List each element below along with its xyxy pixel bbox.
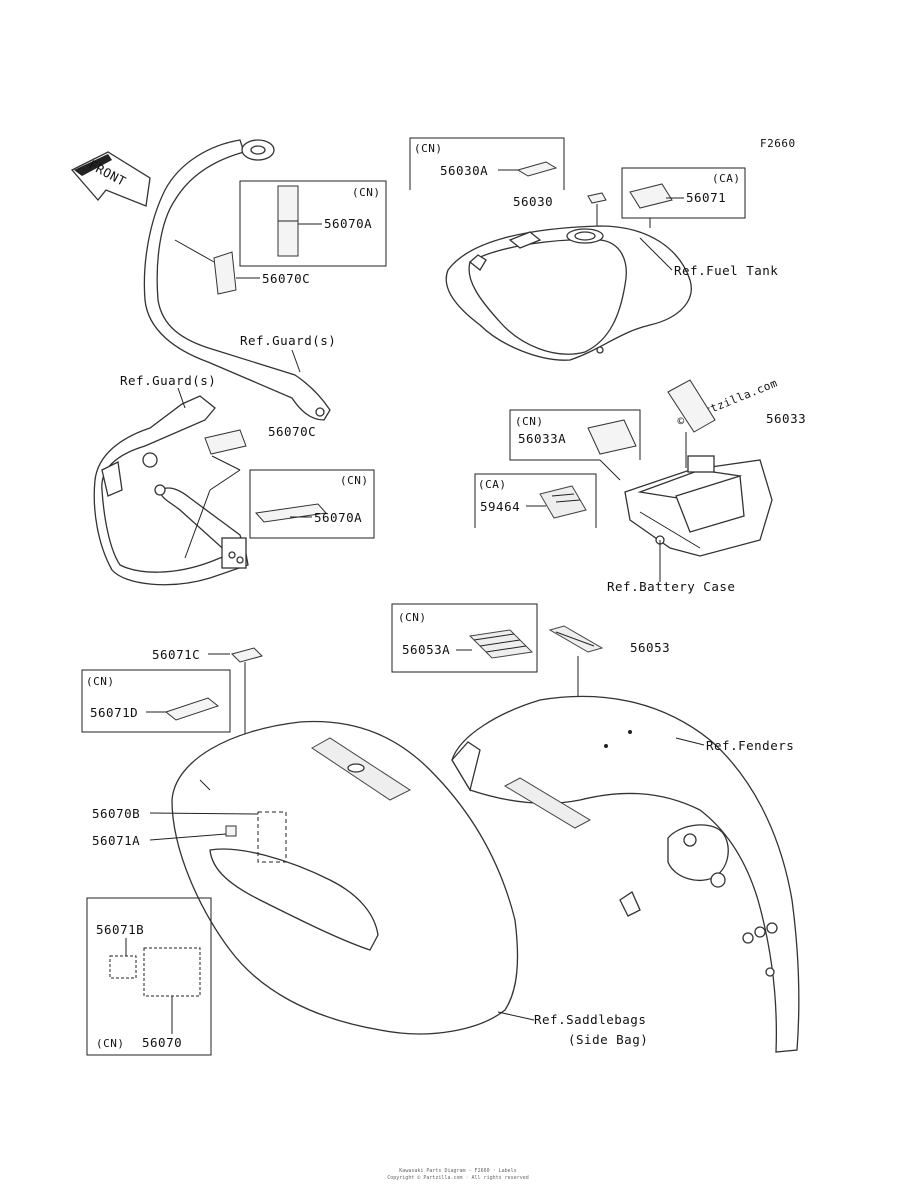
cn-tag-6: (CN) bbox=[398, 611, 427, 624]
ca-box-59464 bbox=[474, 473, 597, 528]
sticker-56030A-icon bbox=[516, 161, 558, 177]
part-56033: 56033 bbox=[766, 411, 806, 426]
part-56070: 56070 bbox=[142, 1035, 182, 1050]
part-56070B: 56070B bbox=[92, 806, 140, 821]
part-56071: 56071 bbox=[686, 190, 726, 205]
ca-box-56071 bbox=[621, 167, 746, 219]
fuel-tank-drawing bbox=[445, 225, 692, 361]
sticker-56071-icon bbox=[629, 183, 673, 209]
footer-line-1: Kawasaki Parts Diagram · F2660 · Labels bbox=[399, 1168, 516, 1174]
ca-tag-1: (CA) bbox=[712, 172, 741, 185]
ref-battery-case: Ref.Battery Case bbox=[607, 579, 735, 594]
part-56070A-mid: 56070A bbox=[314, 510, 362, 525]
footer-line-2: Copyright © Partzilla.com · All rights r… bbox=[387, 1175, 528, 1181]
cn-tag-1: (CN) bbox=[352, 186, 381, 199]
sticker-56033-icon bbox=[667, 379, 716, 433]
sticker-56070C-upper-icon bbox=[213, 251, 237, 295]
front-arrow-icon: FRONT bbox=[70, 151, 151, 207]
ref-saddlebags: Ref.Saddlebags bbox=[534, 1012, 646, 1027]
sticker-56071B-icon bbox=[109, 955, 137, 979]
ref-fenders: Ref.Fenders bbox=[706, 738, 794, 753]
ref-guard-lower: Ref.Guard(s) bbox=[120, 373, 216, 388]
cn-box-56053A bbox=[391, 603, 538, 673]
part-56053A: 56053A bbox=[402, 642, 450, 657]
sticker-56070A-mid-icon bbox=[255, 503, 327, 523]
sticker-56071C-icon bbox=[231, 647, 263, 663]
ref-fuel-tank: Ref.Fuel Tank bbox=[674, 263, 778, 278]
ref-side-bag: (Side Bag) bbox=[568, 1032, 648, 1047]
part-56070C-upper: 56070C bbox=[262, 271, 310, 286]
battery-case-drawing bbox=[624, 455, 773, 557]
cn-tag-7: (CN) bbox=[96, 1037, 125, 1050]
cn-tag-5: (CN) bbox=[86, 675, 115, 688]
saddlebag-drawing bbox=[171, 720, 519, 1035]
part-56071D: 56071D bbox=[90, 705, 138, 720]
part-56070C-mid: 56070C bbox=[268, 424, 316, 439]
part-56071C: 56071C bbox=[152, 647, 200, 662]
cn-tag-4: (CN) bbox=[515, 415, 544, 428]
lower-guard-drawing bbox=[93, 395, 249, 586]
sticker-56053A-icon bbox=[468, 629, 534, 659]
sticker-56070-icon bbox=[143, 947, 201, 997]
ref-guard-upper: Ref.Guard(s) bbox=[240, 333, 336, 348]
cn-tag-3: (CN) bbox=[414, 142, 443, 155]
part-56070A-top: 56070A bbox=[324, 216, 372, 231]
cn-box-56033A bbox=[509, 409, 641, 461]
cn-tag-2: (CN) bbox=[340, 474, 369, 487]
sticker-56070C-mid-icon bbox=[204, 429, 247, 455]
cn-box-56071B-56070 bbox=[86, 897, 212, 1056]
upper-guard-drawing bbox=[143, 139, 331, 421]
cn-box-56070A-mid bbox=[249, 469, 375, 539]
ca-tag-2: (CA) bbox=[478, 478, 507, 491]
part-56030: 56030 bbox=[513, 194, 553, 209]
part-56030A: 56030A bbox=[440, 163, 488, 178]
part-56053: 56053 bbox=[630, 640, 670, 655]
part-56071A: 56071A bbox=[92, 833, 140, 848]
figure-code: F2660 bbox=[760, 137, 796, 150]
sticker-56030-icon bbox=[587, 192, 607, 204]
cn-box-56071D bbox=[81, 669, 231, 733]
part-59464: 59464 bbox=[480, 499, 520, 514]
sticker-56033A-icon bbox=[587, 419, 637, 455]
part-56071B: 56071B bbox=[96, 922, 144, 937]
fender-drawing bbox=[451, 695, 800, 1053]
part-56033A: 56033A bbox=[518, 431, 566, 446]
cn-box-56070A-top bbox=[239, 180, 387, 267]
sticker-59464-icon bbox=[539, 485, 587, 519]
cn-box-56030A bbox=[409, 137, 565, 190]
sticker-56071D-icon bbox=[164, 697, 220, 721]
